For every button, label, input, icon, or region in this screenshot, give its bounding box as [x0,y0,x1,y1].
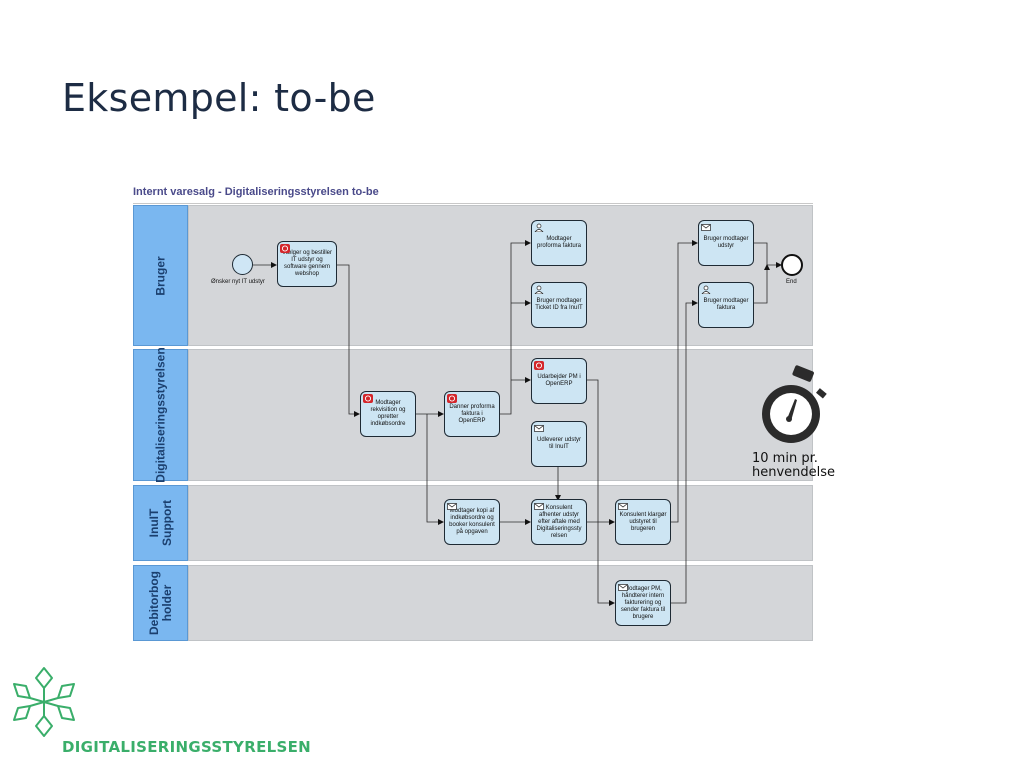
envelope-icon [618,583,628,592]
lane-body [188,485,813,561]
task-ticket-id[interactable]: Bruger modtager Ticket ID fra InuIT [531,282,587,328]
lane-body [188,565,813,641]
lane-header: Digitaliseringsstyrelsen [133,347,188,483]
warning-badge-icon [447,394,457,403]
envelope-icon [701,223,711,232]
task-vaelger-bestiller[interactable]: Vælger og bestiller IT udstyr og softwar… [277,241,337,287]
envelope-icon [447,502,457,511]
lane-label: Bruger [153,255,167,296]
task-udarbejder-pm[interactable]: Udarbejder PM i OpenERP [531,358,587,404]
task-label: Modtager proforma faktura [536,236,582,249]
duration-annotation: 10 min pr. henvendelse [752,452,835,480]
envelope-icon [534,424,544,433]
task-label: Vælger og bestiller IT udstyr og softwar… [281,250,333,277]
snowflake-logo-icon [8,664,80,740]
task-label: Udarbejder PM i OpenERP [537,374,581,387]
task-label: Modtager rekvisition og opretter indkøbs… [370,400,406,427]
task-konsulent-afhenter[interactable]: Konsulent afhenter udstyr efter aftale m… [531,499,587,545]
task-danner-proforma[interactable]: Danner proforma faktura i OpenERP [444,391,500,437]
task-modtager-kopi[interactable]: Modtager kopi af indkøbsordre og booker … [444,499,500,545]
diagram-title: Internt varesalg - Digitaliseringsstyrel… [133,186,379,198]
task-modtager-proforma[interactable]: Modtager proforma faktura [531,220,587,266]
warning-badge-icon [534,361,544,370]
task-label: Udleverer udstyr til InuIT [536,437,581,450]
end-event [781,254,803,276]
user-icon [534,223,544,232]
task-modtager-pm[interactable]: Modtager PM, håndterer intern fakturerin… [615,580,671,626]
lane-body [188,349,813,481]
lane-label: Digitaliseringsstyrelsen [153,347,167,483]
duration-line: henvendelse [752,465,836,480]
task-bruger-modtager-udstyr[interactable]: Bruger modtager udstyr [698,220,754,266]
envelope-icon [534,502,544,511]
start-event-label: Ønsker nyt IT udstyr [211,279,265,285]
warning-badge-icon [363,394,373,403]
warning-badge-icon [280,244,290,253]
lane-inuit-support: InuIT Support [133,485,813,561]
lane-debitorbogholder: Debitorbog holder [133,565,813,641]
duration-line: 10 min pr. [752,451,818,466]
start-event [232,254,253,275]
task-bruger-modtager-faktura[interactable]: Bruger modtager faktura [698,282,754,328]
user-icon [534,285,544,294]
task-label: Konsulent klargør udstyret til brugeren [619,511,667,532]
lane-header: Bruger [133,205,188,346]
task-modtager-rekvisition[interactable]: Modtager rekvisition og opretter indkøbs… [360,391,416,437]
task-label: Konsulent afhenter udstyr efter aftale m… [536,504,582,539]
task-label: Bruger modtager udstyr [703,236,749,249]
lane-header: Debitorbog holder [133,565,188,641]
end-event-label: End [786,279,797,285]
user-icon [701,285,711,294]
task-label: Bruger modtager Ticket ID fra InuIT [535,298,583,311]
organization-name: DIGITALISERINGSSTYRELSEN [62,738,311,756]
task-label: Bruger modtager faktura [703,298,749,311]
slide-title: Eksempel: to-be [62,76,376,120]
lane-label: Debitorbog holder [146,571,174,635]
lane-header: InuIT Support [133,485,188,561]
lane-label: InuIT Support [146,500,174,546]
task-label: Danner proforma faktura i OpenERP [449,403,495,424]
task-konsulent-klargoer[interactable]: Konsulent klargør udstyret til brugeren [615,499,671,545]
stopwatch-icon [755,364,831,448]
envelope-icon [618,502,628,511]
diagram-divider [133,203,813,204]
task-label: Modtager PM, håndterer intern fakturerin… [620,585,666,620]
lane-digitaliseringsstyrelsen: Digitaliseringsstyrelsen [133,347,813,483]
task-label: Modtager kopi af indkøbsordre og booker … [449,508,495,535]
task-udleverer-udstyr[interactable]: Udleverer udstyr til InuIT [531,421,587,467]
